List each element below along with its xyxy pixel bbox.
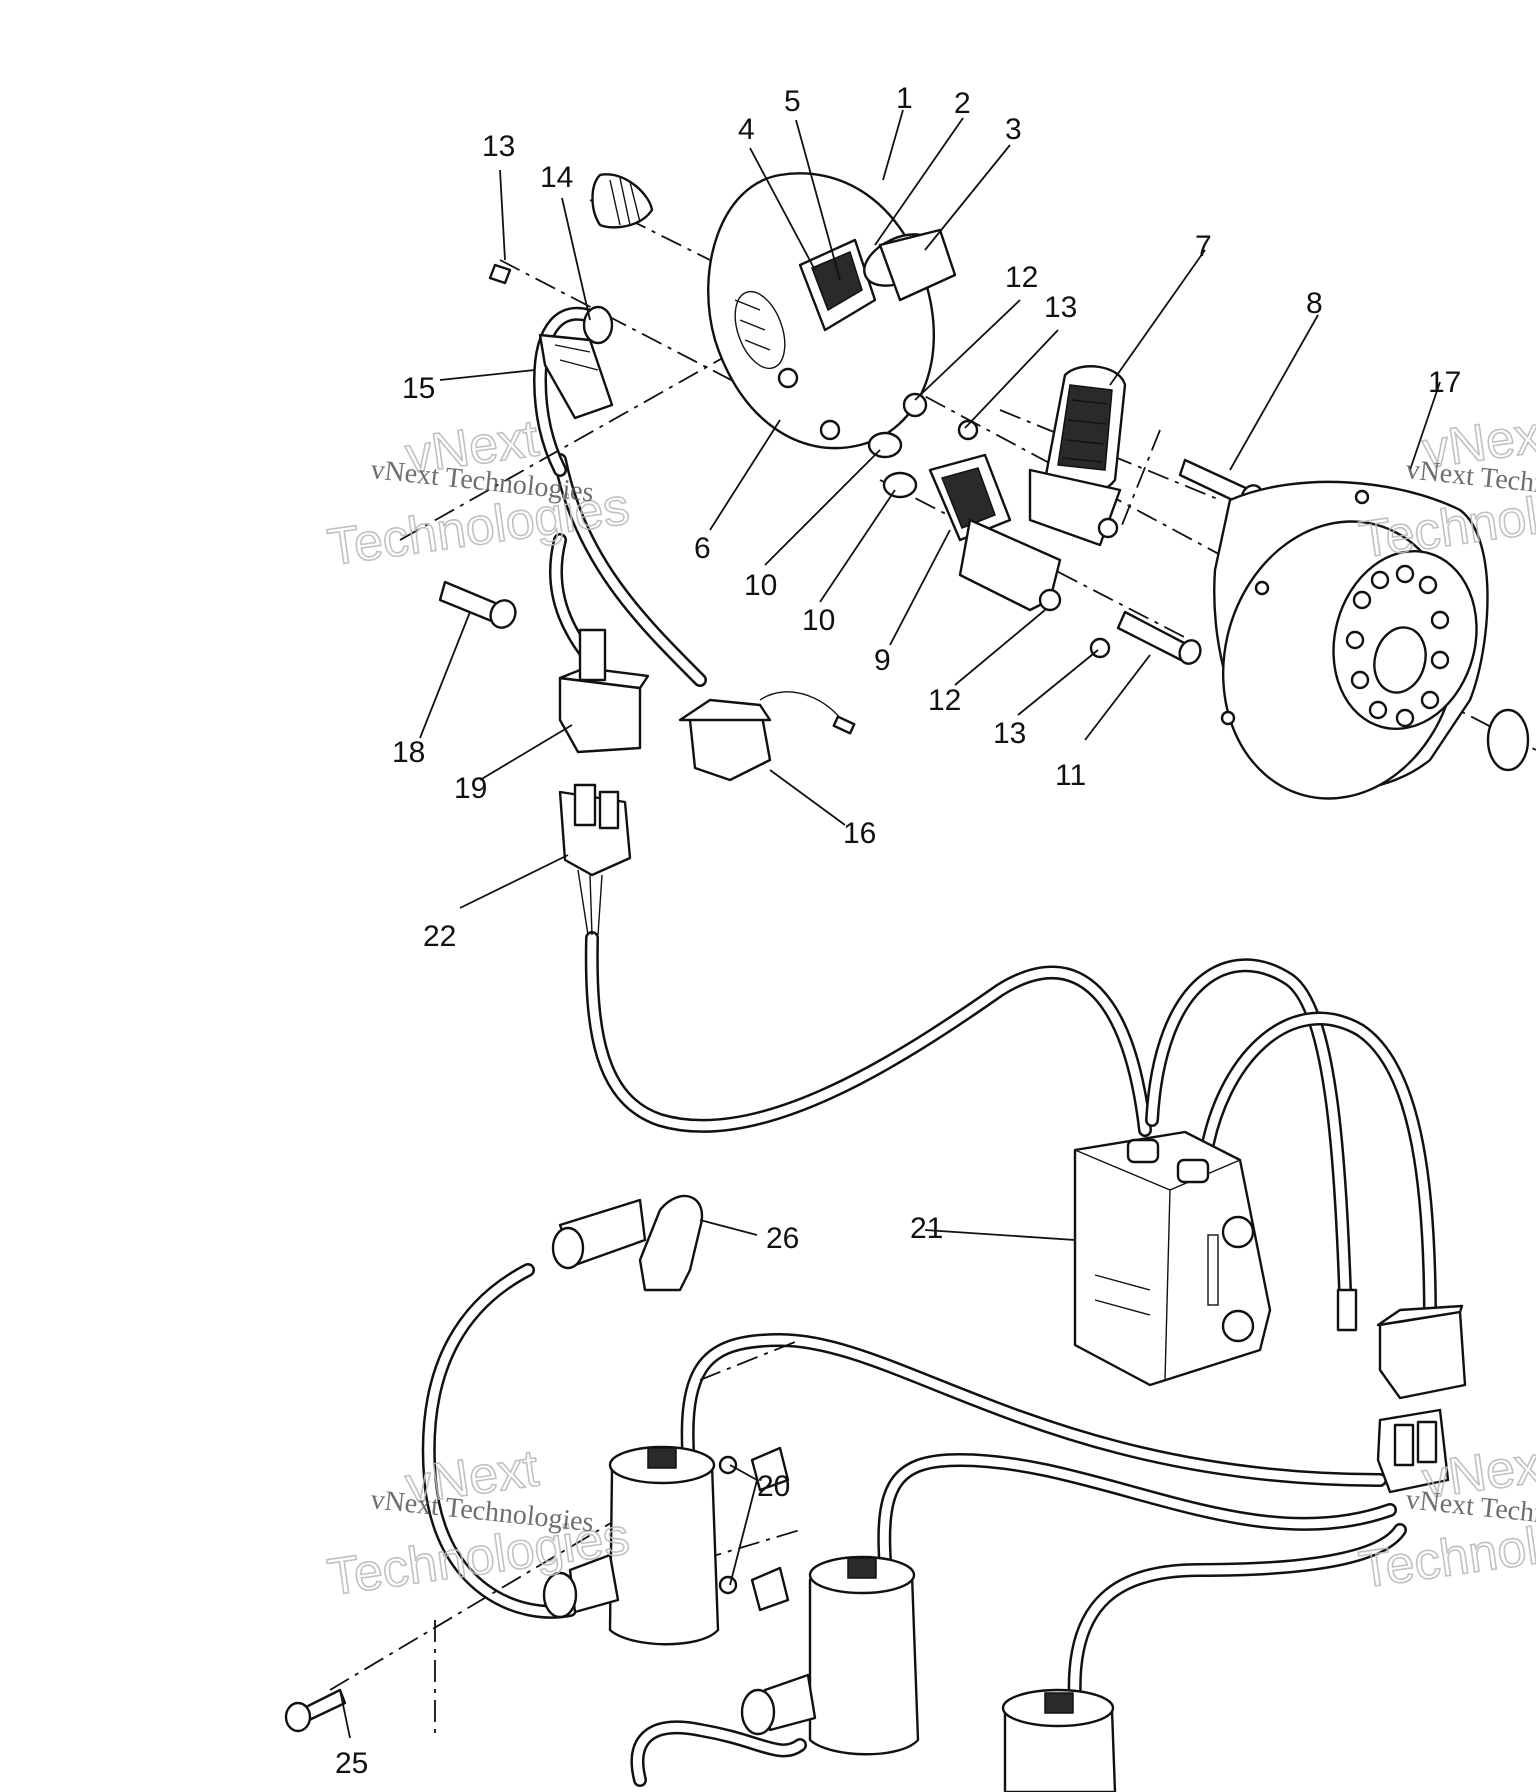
callout-3: 3 [1005, 113, 1022, 146]
wiring-harness [421, 306, 1437, 1787]
callout-26: 26 [766, 1222, 799, 1255]
exciter-coil [1028, 365, 1127, 547]
ignition-coil-1 [542, 1445, 720, 1646]
callout-20: 20 [757, 1470, 790, 1503]
coil-mount-spacers [718, 1446, 790, 1612]
callout-9: 9 [874, 644, 891, 677]
screw-18 [438, 580, 517, 629]
screw-top-left [591, 173, 654, 229]
connector-19 [558, 628, 650, 754]
callout-25: 25 [335, 1747, 368, 1780]
callout-10-a: 10 [744, 569, 777, 602]
ignition-coil-3 [1001, 1688, 1117, 1792]
grommet-15 [538, 333, 614, 420]
callout-12-a: 12 [1005, 261, 1038, 294]
flywheel [1213, 480, 1530, 800]
callout-13-a: 13 [482, 130, 515, 163]
screw-11 [1116, 610, 1202, 665]
callout-12-b: 12 [928, 684, 961, 717]
ignition-coil-2 [740, 1555, 920, 1756]
callout-labels: 1 2 3 4 5 6 7 8 9 10 10 11 12 12 13 13 1… [335, 82, 1461, 1780]
callout-14: 14 [540, 161, 573, 194]
callout-15: 15 [402, 372, 435, 405]
leader-lines [339, 109, 1441, 1739]
clamp-14 [582, 305, 614, 345]
callout-13-c: 13 [993, 717, 1026, 750]
callout-4: 4 [738, 113, 755, 146]
connector-22 [558, 783, 632, 936]
spark-plug-cap [551, 1194, 704, 1292]
callout-2: 2 [954, 87, 971, 120]
pulser-coil [928, 453, 1062, 612]
connector-right-lower [1376, 1408, 1450, 1494]
callout-16: 16 [843, 817, 876, 850]
cdi-box [1073, 1130, 1272, 1387]
callout-5: 5 [784, 85, 801, 118]
connector-16 [678, 691, 856, 782]
callout-19: 19 [454, 772, 487, 805]
lighting-coil [798, 228, 957, 332]
callout-7: 7 [1195, 230, 1212, 263]
callout-10-b: 10 [802, 604, 835, 637]
callout-6: 6 [694, 532, 711, 565]
callout-17: 17 [1428, 366, 1461, 399]
stator-small-parts [488, 263, 1119, 659]
callout-22: 22 [423, 920, 456, 953]
callout-13-b: 13 [1044, 291, 1077, 324]
connector-right-upper [1376, 1304, 1467, 1400]
callout-11: 11 [1055, 759, 1086, 792]
callout-21: 21 [910, 1212, 943, 1245]
screw-25 [284, 1688, 347, 1733]
callout-18: 18 [392, 736, 425, 769]
callout-1: 1 [896, 82, 913, 115]
bullet-connector [1336, 1288, 1358, 1332]
callout-8: 8 [1306, 287, 1323, 320]
